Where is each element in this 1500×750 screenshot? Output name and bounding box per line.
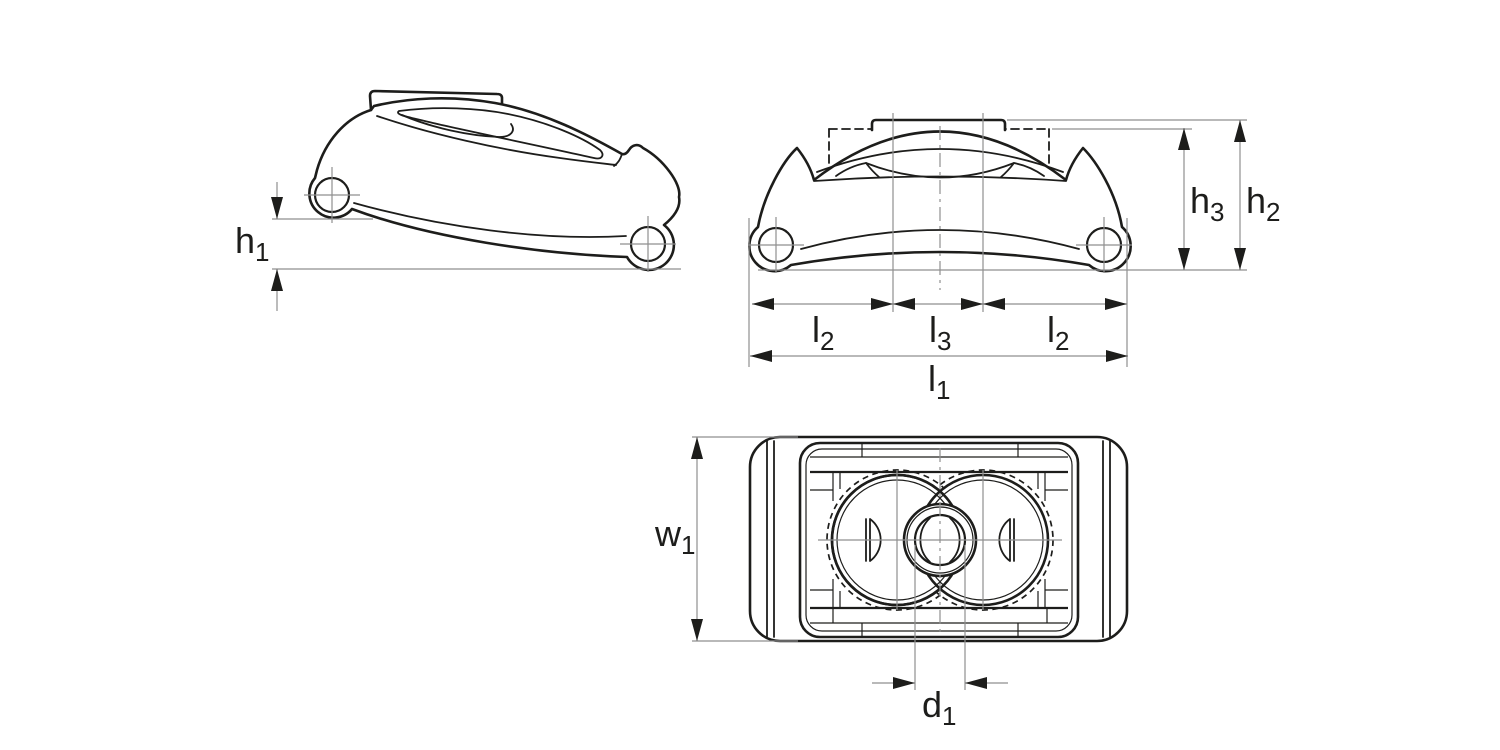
side-centerline-crosses <box>304 167 676 272</box>
dim-h1-label: h1 <box>235 220 270 267</box>
front-view: h3 h2 l2 l3 l2 l1 <box>748 113 1281 405</box>
front-band-base-arc <box>813 175 1067 182</box>
top-inner-lines <box>810 443 1068 637</box>
dim-d1-arrow-right <box>965 677 987 689</box>
dim-d1-label: d1 <box>922 684 957 731</box>
dim-h3: h3 <box>1178 128 1225 270</box>
top-inner-sleeve <box>798 441 1080 639</box>
dim-h1-arrow-bottom <box>271 269 283 291</box>
side-view: h1 <box>235 89 681 311</box>
dim-w1-label: w1 <box>654 513 695 560</box>
top-corner-brackets <box>810 472 1068 608</box>
dim-w1: w1 <box>654 436 798 642</box>
top-opening-edges <box>810 470 1068 610</box>
front-pocket-left <box>835 162 880 178</box>
dim-l3-label: l3 <box>929 309 951 356</box>
side-top-tab <box>368 89 504 112</box>
dim-h2: h2 <box>1234 120 1281 270</box>
dim-h2-arrow-top <box>1234 120 1246 142</box>
dim-h3-arrow-top <box>1178 128 1190 150</box>
dim-d1-arrow-left <box>893 677 915 689</box>
side-bottom-flange-line <box>353 202 627 238</box>
top-inner-sleeve-2 <box>805 448 1073 632</box>
front-saddle-lens <box>865 162 1015 179</box>
dim-h3-arrow-bottom <box>1178 248 1190 270</box>
side-slot-tongue <box>401 114 514 138</box>
front-bottom-band-arc <box>800 229 1080 250</box>
front-pocket-right <box>1000 162 1045 178</box>
dim-h2-arrow-bottom <box>1234 248 1246 270</box>
dim-h1: h1 <box>235 182 681 311</box>
front-extension-lines <box>748 113 1247 367</box>
side-band-slot <box>397 107 604 160</box>
dim-l1-arrow-right <box>1106 350 1128 362</box>
dim-l1-arrow-left <box>750 350 772 362</box>
top-centerlines <box>818 448 1062 690</box>
side-band-right-cap <box>613 153 623 167</box>
dim-l2-left-label: l2 <box>812 309 834 356</box>
dim-l3-arrow-left <box>893 298 915 310</box>
dim-h2-label: h2 <box>1246 180 1281 227</box>
dim-l1: l1 <box>750 350 1128 405</box>
dim-l2-right-label: l2 <box>1047 309 1069 356</box>
front-tab-fill <box>872 120 1005 130</box>
front-saddle-details <box>800 148 1080 250</box>
dim-row-l2-l3: l2 l3 l2 <box>752 298 1127 356</box>
top-end-caps <box>766 439 1111 639</box>
side-band-lower-edge <box>376 115 617 166</box>
front-band-inner-arc <box>816 148 1064 173</box>
dim-l2-left-arrow-out <box>752 298 774 310</box>
dim-l2-right-arrow-in <box>983 298 1005 310</box>
top-outer-housing <box>748 435 1129 643</box>
dim-l2-left-arrow-in <box>871 298 893 310</box>
dim-w1-arrow-bottom <box>691 619 703 641</box>
dim-l1-label: l1 <box>928 358 950 405</box>
dim-l2-right-arrow-out <box>1105 298 1127 310</box>
dim-w1-arrow-top <box>691 437 703 459</box>
front-top-tab <box>870 118 1007 132</box>
dim-l3-arrow-right <box>961 298 983 310</box>
front-centerline-crosses <box>748 217 1132 273</box>
top-view: w1 d1 <box>654 435 1129 731</box>
dim-h1-arrow-top <box>271 197 283 219</box>
dim-h3-label: h3 <box>1190 180 1225 227</box>
dim-d1: d1 <box>872 677 1008 731</box>
